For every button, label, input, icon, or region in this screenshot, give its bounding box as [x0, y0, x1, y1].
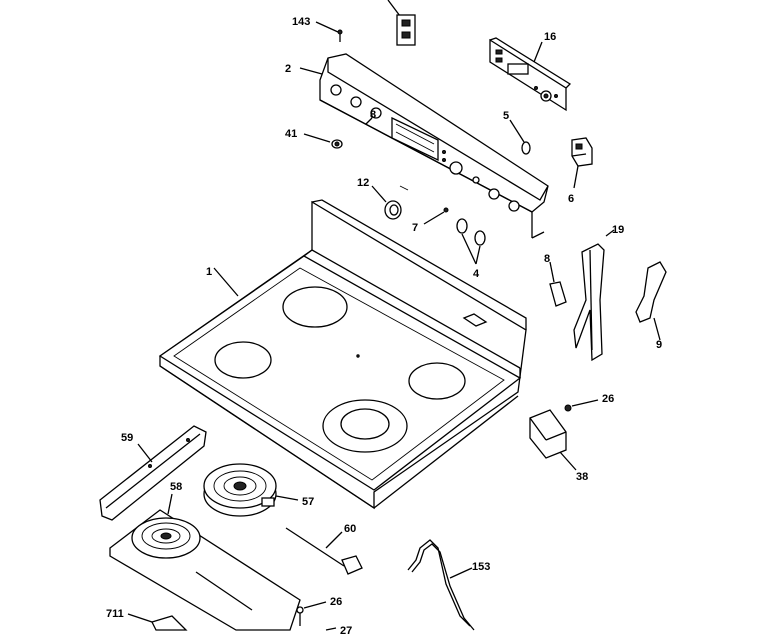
part-26-screw-lower	[296, 601, 327, 626]
part-711-bracket	[127, 613, 188, 631]
part-59-rail	[99, 425, 207, 521]
part-38-bracket	[529, 409, 577, 471]
part-19-side-bracket	[573, 229, 615, 362]
part-6-switch	[571, 137, 593, 189]
part-5-clip	[509, 119, 531, 155]
callout-8-lower: 8	[544, 253, 550, 265]
callout-7: 7	[412, 222, 418, 234]
part-16-control-board	[489, 37, 572, 112]
callout-26-lower: 26	[330, 596, 342, 608]
callout-9: 9	[656, 339, 662, 351]
callout-1: 1	[206, 266, 212, 278]
callout-58: 58	[170, 481, 182, 493]
callout-16: 16	[544, 31, 556, 43]
callout-41: 41	[285, 128, 297, 140]
callout-60: 60	[344, 523, 356, 535]
part-9-hinge	[635, 261, 667, 341]
callout-4: 4	[473, 268, 480, 280]
callout-19: 19	[612, 224, 624, 236]
part-4-knobs	[456, 218, 486, 265]
callout-6: 6	[568, 193, 574, 205]
callout-153: 153	[472, 561, 490, 573]
part-8-bracket-lower	[549, 261, 567, 307]
top-connector-part	[387, 0, 416, 46]
part-57-surface-element	[203, 463, 299, 517]
part-58-surface-element	[109, 493, 301, 631]
part-41-knob	[303, 133, 343, 149]
part-27-leader	[325, 627, 337, 631]
callout-5: 5	[503, 110, 509, 122]
callout-2: 2	[285, 63, 291, 75]
part-2-backguard	[299, 53, 549, 239]
part-153-rod	[407, 539, 475, 631]
callout-12: 12	[357, 177, 369, 189]
part-143-screw	[315, 21, 343, 42]
callout-57: 57	[302, 496, 314, 508]
callout-26-upper: 26	[602, 393, 614, 405]
part-8-leader-upper	[365, 117, 373, 125]
part-1-cooktop	[158, 199, 527, 510]
callout-711: 711	[106, 608, 124, 620]
part-60-wire	[285, 527, 363, 575]
callout-143: 143	[292, 16, 310, 28]
callout-38: 38	[576, 471, 588, 483]
part-26-screw-upper	[564, 399, 599, 412]
part-7-pin	[423, 207, 449, 225]
callout-27: 27	[340, 625, 352, 635]
callout-8-upper: 8	[370, 109, 376, 121]
part-12-knob	[371, 185, 409, 220]
callout-59: 59	[121, 432, 133, 444]
